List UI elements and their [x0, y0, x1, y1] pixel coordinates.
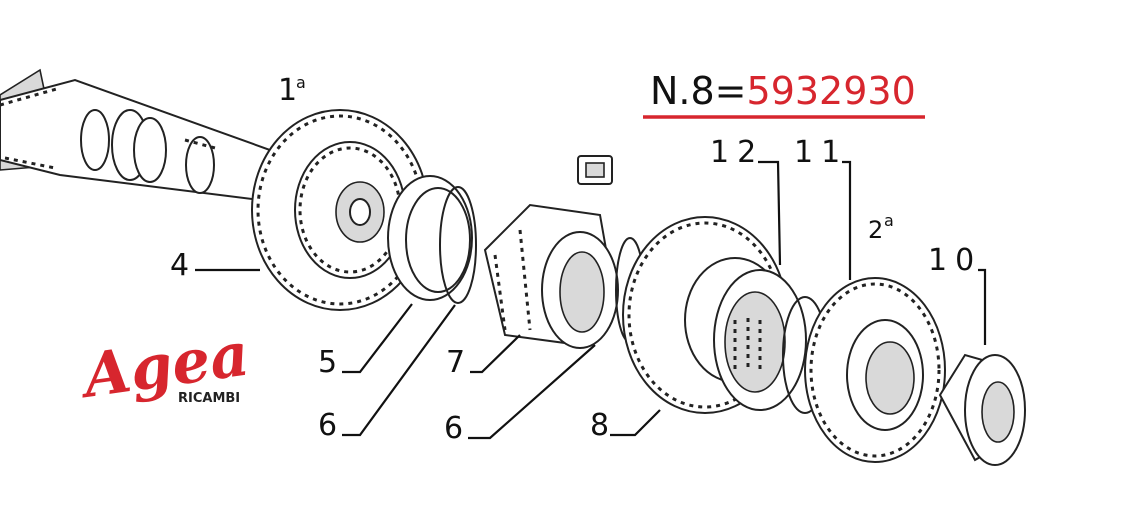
logo-tagline: RICAMBI — [178, 391, 240, 406]
reference-prefix: N.8= — [650, 69, 747, 113]
synchro-ring-12 — [713, 269, 807, 411]
callout-7: 7 — [446, 345, 465, 380]
callout-6-right: 6 — [444, 411, 463, 446]
part-reference: N.8=5932930 — [643, 69, 925, 119]
svg-text:2: 2 — [868, 216, 883, 244]
svg-text:a: a — [296, 73, 306, 92]
callout-12: 12 — [710, 135, 764, 170]
first-gear-label: 1 a — [278, 73, 306, 108]
synchro-ring-5 — [387, 175, 473, 301]
spring-ring-6-left — [439, 186, 477, 304]
svg-text:a: a — [884, 211, 894, 230]
agea-ricambi-logo: Agea RICAMBI — [75, 320, 254, 413]
callout-11: 11 — [794, 135, 848, 170]
bushing-10 — [938, 353, 1026, 466]
callout-5: 5 — [318, 345, 337, 380]
sliding-key — [577, 155, 613, 185]
callout-8: 8 — [590, 408, 609, 443]
second-gear — [804, 277, 946, 463]
svg-text:1: 1 — [278, 73, 297, 108]
reference-code: 5932930 — [747, 69, 916, 113]
callout-6-left: 6 — [318, 408, 337, 443]
leader-lines — [195, 160, 987, 440]
callout-4: 4 — [170, 248, 189, 283]
main-shaft — [0, 68, 272, 202]
callout-10: 10 — [928, 243, 982, 278]
second-gear-label: 2 a — [868, 211, 894, 244]
synchro-hub-7 — [483, 203, 619, 349]
svg-text:N.8=5932930: N.8=5932930 — [650, 69, 916, 113]
